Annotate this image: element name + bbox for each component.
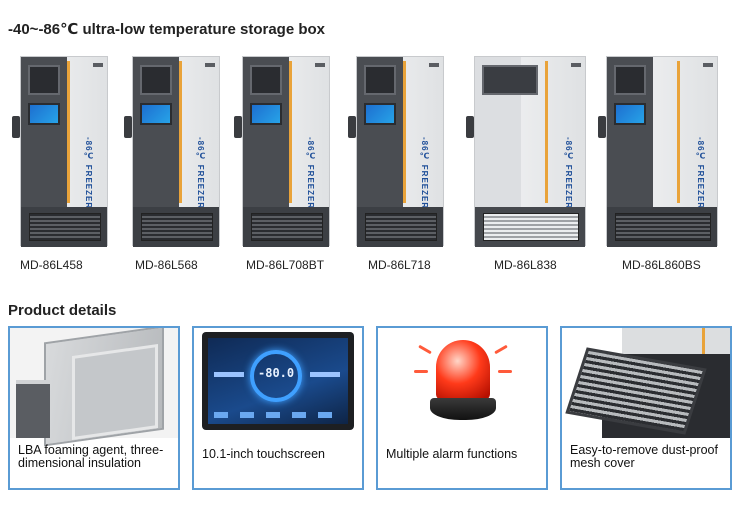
freezer-label: -86℃ FREEZER: [84, 137, 93, 210]
door-handle: [124, 116, 132, 138]
detail-card-touchscreen[interactable]: -80.0 10.1-inch touchscreen: [192, 326, 364, 490]
display-screen: [140, 103, 172, 125]
freezer-label: -86℃ FREEZER: [696, 137, 705, 210]
detail-card-insulation[interactable]: LBA foaming agent, three-dimensional ins…: [8, 326, 180, 490]
door-handle: [466, 116, 474, 138]
detail-caption: Easy-to-remove dust-proof mesh cover: [570, 443, 718, 470]
display-screen: [28, 103, 60, 125]
detail-caption: LBA foaming agent, three-dimensional ins…: [18, 443, 164, 470]
vent-grille: [365, 213, 437, 241]
vent-grille: [483, 213, 579, 241]
freezer-cabinet: -86℃ FREEZER: [606, 56, 718, 247]
door-handle: [234, 116, 242, 138]
display-screen: [250, 103, 282, 125]
alarm-light-image: [378, 328, 546, 438]
freezer-label: -86℃ FREEZER: [196, 137, 205, 210]
vent-grille: [141, 213, 213, 241]
detail-caption: Multiple alarm functions: [386, 447, 518, 461]
freezer-product-1[interactable]: -86℃ FREEZER: [12, 56, 108, 247]
vent-grille: [615, 213, 711, 241]
vent-grille: [29, 213, 101, 241]
screen-temperature: -80.0: [258, 366, 295, 380]
freezer-product-5[interactable]: -86℃ FREEZER: [466, 56, 586, 247]
freezer-cabinet: -86℃ FREEZER: [474, 56, 586, 247]
detail-card-alarm[interactable]: Multiple alarm functions: [376, 326, 548, 490]
freezer-product-2[interactable]: -86℃ FREEZER: [124, 56, 220, 247]
display-screen: [364, 103, 396, 125]
freezer-label: -86℃ FREEZER: [420, 137, 429, 210]
freezer-label: -86℃ FREEZER: [306, 137, 315, 210]
touchscreen-image: -80.0: [194, 328, 362, 438]
freezer-product-3[interactable]: -86℃ FREEZER: [234, 56, 330, 247]
model-name[interactable]: MD-86L838: [494, 258, 557, 272]
display-screen: [614, 103, 646, 125]
door-handle: [598, 116, 606, 138]
mesh-cover-image: [562, 328, 730, 438]
detail-caption: 10.1-inch touchscreen: [202, 447, 325, 461]
freezer-cabinet: -86℃ FREEZER: [20, 56, 108, 247]
door-handle: [12, 116, 20, 138]
freezer-label: -86℃ FREEZER: [564, 137, 573, 210]
vent-grille: [251, 213, 323, 241]
model-name[interactable]: MD-86L568: [135, 258, 198, 272]
page-title: -40~-86℃ ultra-low temperature storage b…: [8, 21, 325, 38]
freezer-cabinet: -86℃ FREEZER: [356, 56, 444, 247]
model-name[interactable]: MD-86L860BS: [622, 258, 701, 272]
freezer-product-4[interactable]: -86℃ FREEZER: [348, 56, 444, 247]
details-heading: Product details: [8, 302, 117, 319]
freezer-cabinet: -86℃ FREEZER: [132, 56, 220, 247]
detail-card-mesh[interactable]: Easy-to-remove dust-proof mesh cover: [560, 326, 732, 490]
model-name[interactable]: MD-86L458: [20, 258, 83, 272]
door-handle: [348, 116, 356, 138]
freezer-product-6[interactable]: -86℃ FREEZER: [598, 56, 718, 247]
foam-door-image: [10, 328, 178, 447]
model-name[interactable]: MD-86L708BT: [246, 258, 325, 272]
freezer-cabinet: -86℃ FREEZER: [242, 56, 330, 247]
model-name[interactable]: MD-86L718: [368, 258, 431, 272]
